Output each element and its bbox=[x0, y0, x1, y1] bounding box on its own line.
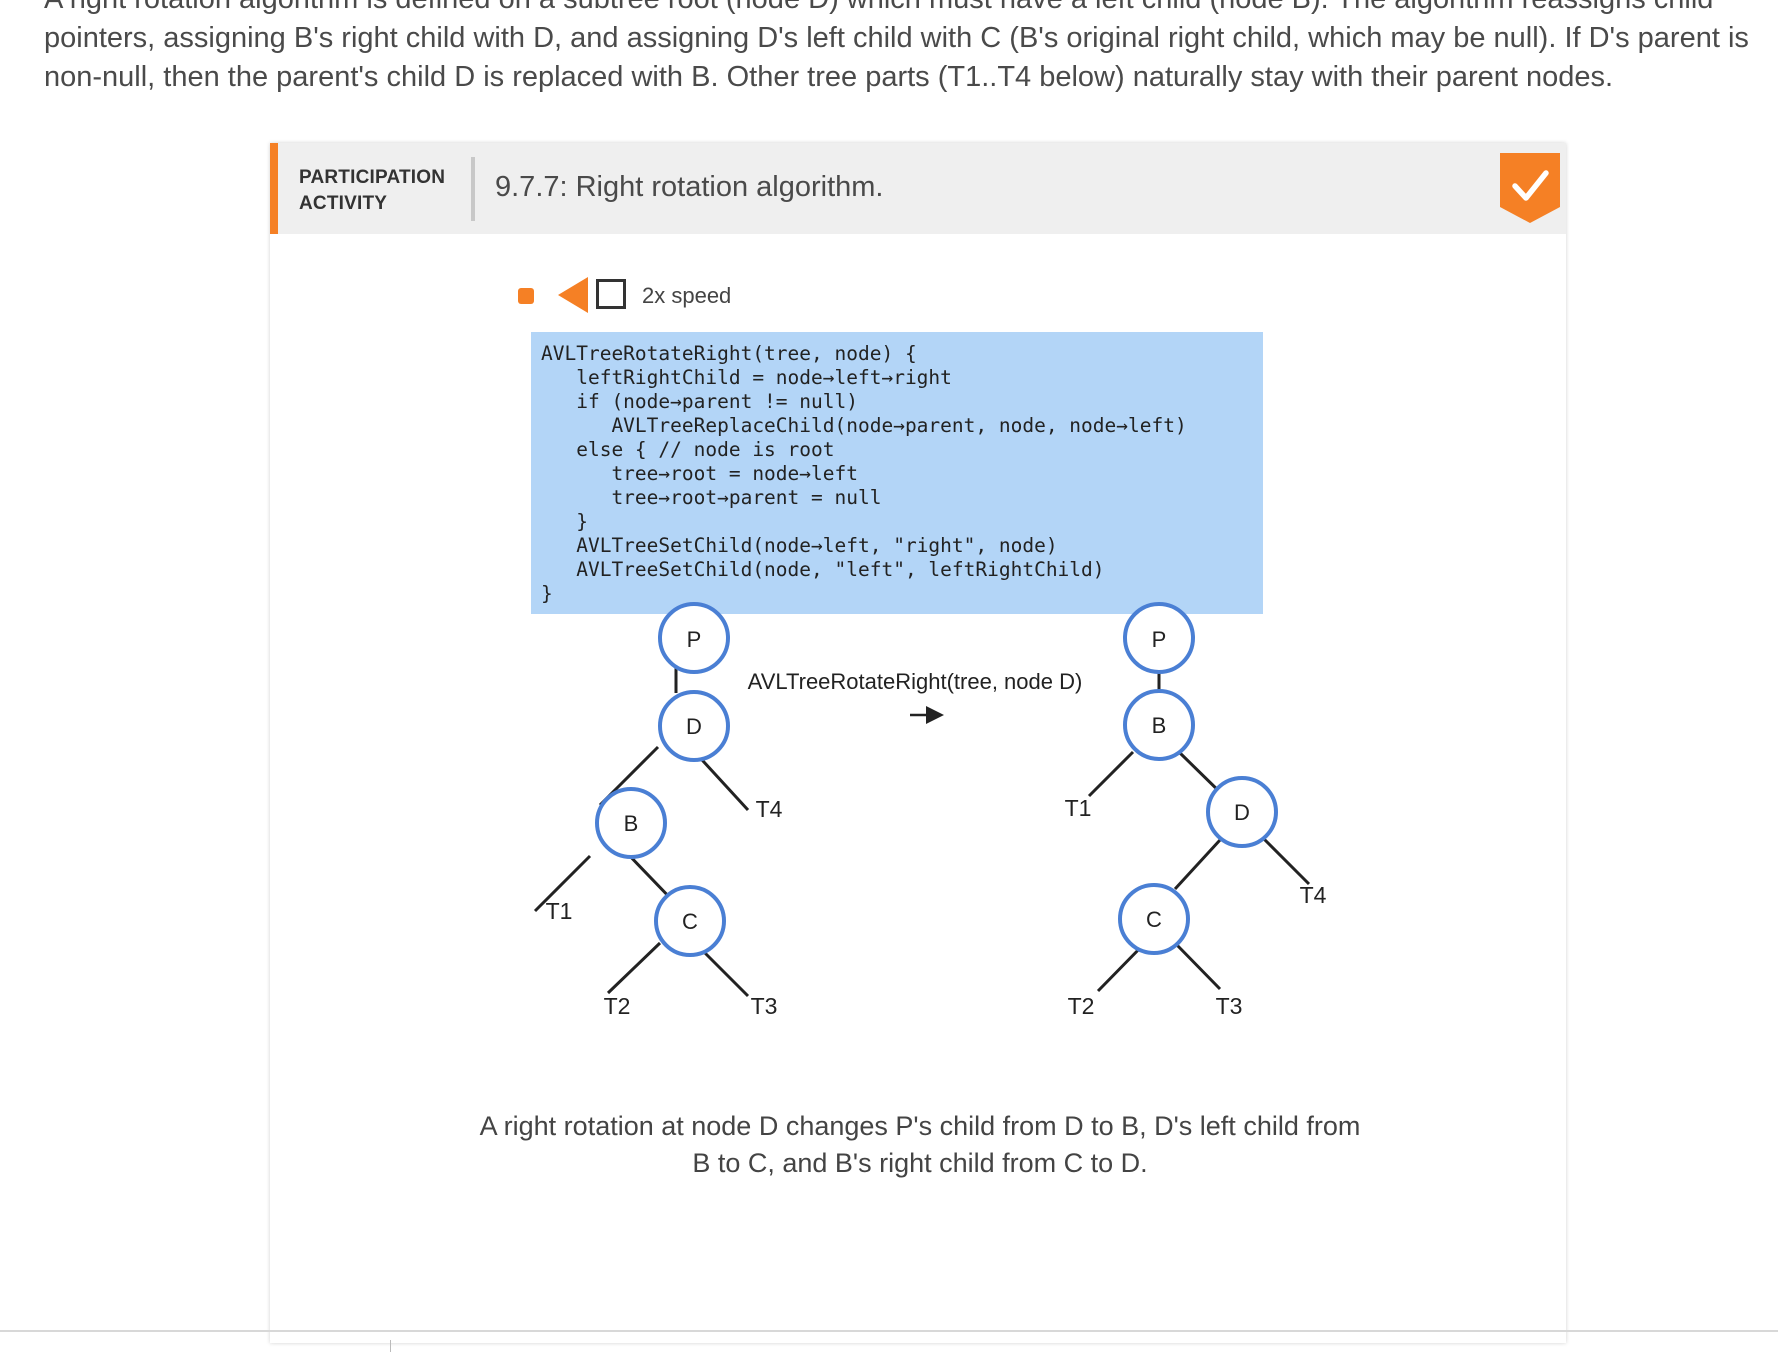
activity-type-label: PARTICIPATION ACTIVITY bbox=[299, 165, 445, 217]
back-button[interactable] bbox=[558, 277, 588, 313]
completion-check-icon bbox=[1500, 153, 1560, 223]
before-subtree-t4: T4 bbox=[756, 796, 783, 822]
code-line: } bbox=[541, 510, 588, 533]
before-node-p-label: P bbox=[687, 627, 702, 652]
before-node-d-label: D bbox=[686, 714, 702, 739]
after-node-d-label: D bbox=[1234, 800, 1250, 825]
after-node-p-label: P bbox=[1152, 627, 1167, 652]
code-line: leftRightChild = node→left→right bbox=[541, 366, 952, 389]
code-line: AVLTreeSetChild(node, "left", leftRightC… bbox=[541, 558, 1105, 581]
before-node-b-label: B bbox=[624, 811, 639, 836]
speed-checkbox[interactable] bbox=[596, 279, 626, 309]
code-line: if (node→parent != null) bbox=[541, 390, 858, 413]
activity-title: 9.7.7: Right rotation algorithm. bbox=[495, 171, 884, 203]
after-node-b: B bbox=[1123, 689, 1195, 761]
before-node-d: D bbox=[658, 690, 730, 762]
before-subtree-t2: T2 bbox=[604, 993, 631, 1019]
before-subtree-t1: T1 bbox=[546, 898, 573, 924]
code-line: AVLTreeRotateRight(tree, node) { bbox=[541, 342, 917, 365]
intro-paragraph: A right rotation algorithm is defined on… bbox=[44, 0, 1749, 93]
transform-arrow-icon bbox=[910, 706, 944, 724]
after-subtree-t4: T4 bbox=[1300, 882, 1327, 908]
code-line: else { // node is root bbox=[541, 438, 835, 461]
after-node-c: C bbox=[1118, 883, 1190, 955]
operation-label: AVLTreeRotateRight(tree, node D) bbox=[748, 669, 1083, 694]
after-node-b-label: B bbox=[1152, 713, 1167, 738]
after-node-p: P bbox=[1123, 602, 1195, 674]
before-node-c-label: C bbox=[682, 909, 698, 934]
after-node-c-label: C bbox=[1146, 907, 1162, 932]
activity-type-line1: PARTICIPATION bbox=[299, 167, 446, 188]
animation-controls: 2x speed bbox=[518, 275, 818, 315]
rotation-diagram: P D B C T4 T1 T2 T3 AVLTreeRotateRight(t… bbox=[533, 602, 1327, 1019]
before-subtree-t3: T3 bbox=[751, 993, 778, 1019]
activity-header: PARTICIPATION ACTIVITY 9.7.7: Right rota… bbox=[270, 143, 1566, 234]
after-subtree-t2: T2 bbox=[1068, 993, 1095, 1019]
page-bottom-divider bbox=[0, 1330, 1778, 1332]
code-panel: AVLTreeRotateRight(tree, node) { leftRig… bbox=[531, 332, 1263, 614]
code-line: tree→root = node→left bbox=[541, 462, 858, 485]
before-node-c: C bbox=[654, 885, 726, 957]
before-node-p: P bbox=[658, 602, 730, 674]
step-caption: A right rotation at node D changes P's c… bbox=[479, 1111, 1361, 1178]
after-subtree-t1: T1 bbox=[1065, 795, 1092, 821]
speed-label: 2x speed bbox=[642, 283, 732, 308]
code-line: AVLTreeSetChild(node→left, "right", node… bbox=[541, 534, 1058, 557]
before-node-b: B bbox=[595, 787, 667, 859]
after-subtree-t3: T3 bbox=[1216, 993, 1243, 1019]
code-line: AVLTreeReplaceChild(node→parent, node, n… bbox=[541, 414, 1187, 437]
code-line: tree→root→parent = null bbox=[541, 486, 882, 509]
page-bottom-tick bbox=[390, 1340, 391, 1352]
participation-activity: PARTICIPATION ACTIVITY 9.7.7: Right rota… bbox=[270, 143, 1566, 1343]
activity-type-line2: ACTIVITY bbox=[299, 193, 388, 214]
header-divider bbox=[471, 157, 475, 221]
code-line: } bbox=[541, 582, 553, 605]
after-node-d: D bbox=[1206, 776, 1278, 848]
stop-button[interactable] bbox=[518, 288, 534, 304]
